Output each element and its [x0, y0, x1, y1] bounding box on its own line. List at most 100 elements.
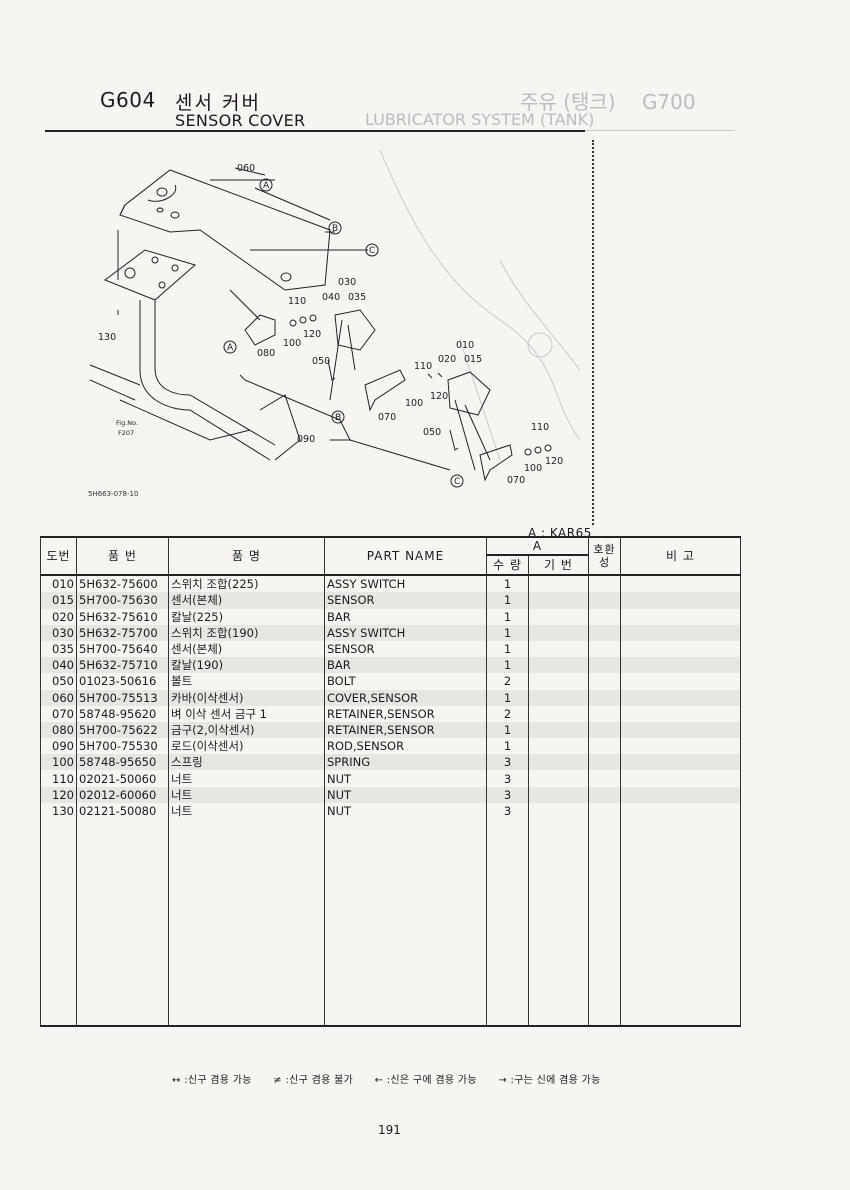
col-header-name-en: PART NAME: [324, 535, 487, 577]
cell-interchange: [588, 640, 621, 658]
cell-no: 020: [40, 608, 77, 625]
legend-item: → :구는 신에 겸용 가능: [498, 1075, 601, 1086]
cell-name-ko: 볼트: [168, 673, 325, 690]
cell-base-no: [528, 721, 589, 739]
cell-part-no: 5H700-75530: [76, 738, 169, 755]
cell-interchange: [588, 802, 621, 819]
cell-no: 050: [40, 673, 77, 690]
page-fold-line: [592, 140, 594, 525]
cell-base-no: [528, 640, 589, 658]
legend-item: ← :신은 구에 겸용 가능: [374, 1075, 477, 1086]
cell-base-no: [528, 786, 589, 803]
callout-035: 035: [348, 292, 366, 303]
cell-remarks: [620, 705, 741, 722]
cell-no: 060: [40, 689, 77, 706]
empty-cell: [168, 819, 325, 1027]
callout-100b: 100: [405, 398, 423, 409]
ref-letter-a-bottom: A: [227, 343, 234, 353]
cell-name-ko: 스프링: [168, 754, 325, 771]
cell-name-en: BAR: [324, 608, 487, 625]
parts-table: 도번 품 번 품 명 PART NAME A 호환성 비 고 수 량 기 번 0…: [40, 535, 741, 1027]
cell-part-no: 5H632-75610: [76, 608, 169, 625]
cell-qty: 1: [486, 721, 529, 739]
empty-cell: [588, 819, 621, 1027]
ref-letter-b-top: B: [332, 224, 338, 234]
cell-name-ko: 너트: [168, 770, 325, 787]
bleed-through-code: G700: [641, 90, 696, 114]
cell-name-ko: 센서(본체): [168, 640, 325, 658]
cell-interchange: [588, 754, 621, 771]
cell-qty: 2: [486, 705, 529, 722]
cell-name-ko: 금구(2,이삭센서): [168, 721, 325, 739]
col-header-group-a: A: [486, 535, 589, 557]
legend-item: ≠ :신구 겸용 불가: [273, 1075, 354, 1086]
section-title-ko: 센서 커버: [175, 92, 261, 114]
callout-050: 050: [312, 356, 330, 367]
cell-qty: 1: [486, 657, 529, 674]
interchange-legend: ↔ :신구 겸용 가능 ≠ :신구 겸용 불가 ← :신은 구에 겸용 가능 →…: [172, 1071, 619, 1086]
header-rule: [45, 130, 585, 132]
cell-no: 090: [40, 738, 77, 755]
cell-interchange: [588, 770, 621, 787]
cell-name-en: NUT: [324, 770, 487, 787]
ref-letter-c-top: C: [369, 246, 375, 256]
callout-010: 010: [456, 340, 474, 351]
cell-interchange: [588, 689, 621, 706]
cell-name-en: RETAINER,SENSOR: [324, 705, 487, 722]
ref-letter-b-bottom: B: [335, 413, 341, 423]
cell-qty: 1: [486, 738, 529, 755]
cell-no: 070: [40, 705, 77, 722]
cell-no: 035: [40, 640, 77, 658]
cell-name-en: SPRING: [324, 754, 487, 771]
cell-base-no: [528, 705, 589, 722]
empty-cell: [620, 819, 741, 1027]
cell-part-no: 02121-50080: [76, 802, 169, 819]
cell-name-ko: 칼날(190): [168, 657, 325, 674]
cell-base-no: [528, 657, 589, 674]
col-header-part-no: 품 번: [76, 535, 169, 577]
cell-name-ko: 칼날(225): [168, 608, 325, 625]
cell-name-en: COVER,SENSOR: [324, 689, 487, 706]
drawing-code: 5H663-078-10: [88, 490, 139, 498]
cell-name-en: ASSY SWITCH: [324, 624, 487, 641]
cell-interchange: [588, 575, 621, 593]
table-subheader-row: 수 량 기 번: [41, 554, 741, 577]
cell-qty: 3: [486, 754, 529, 771]
section-code: G604: [100, 88, 156, 112]
cell-base-no: [528, 689, 589, 706]
cell-base-no: [528, 608, 589, 625]
callout-040: 040: [322, 292, 340, 303]
cell-qty: 1: [486, 689, 529, 706]
cell-remarks: [620, 689, 741, 706]
cell-name-ko: 로드(이삭센서): [168, 738, 325, 755]
cell-qty: 2: [486, 673, 529, 690]
cell-name-en: RETAINER,SENSOR: [324, 721, 487, 739]
callout-030: 030: [338, 277, 356, 288]
cell-remarks: [620, 624, 741, 641]
callout-060: 060: [237, 163, 255, 174]
cell-base-no: [528, 754, 589, 771]
callout-100c: 100: [524, 463, 542, 474]
cell-qty: 3: [486, 786, 529, 803]
cell-remarks: [620, 754, 741, 771]
cell-remarks: [620, 738, 741, 755]
cell-name-en: ASSY SWITCH: [324, 575, 487, 593]
cell-qty: 1: [486, 624, 529, 641]
cell-remarks: [620, 657, 741, 674]
cell-no: 100: [40, 754, 77, 771]
col-header-base-no: 기 번: [528, 554, 589, 577]
callout-110c: 110: [531, 422, 549, 433]
cell-qty: 1: [486, 592, 529, 609]
cell-remarks: [620, 721, 741, 739]
fig-ref-label: Fig.No.: [116, 419, 138, 427]
